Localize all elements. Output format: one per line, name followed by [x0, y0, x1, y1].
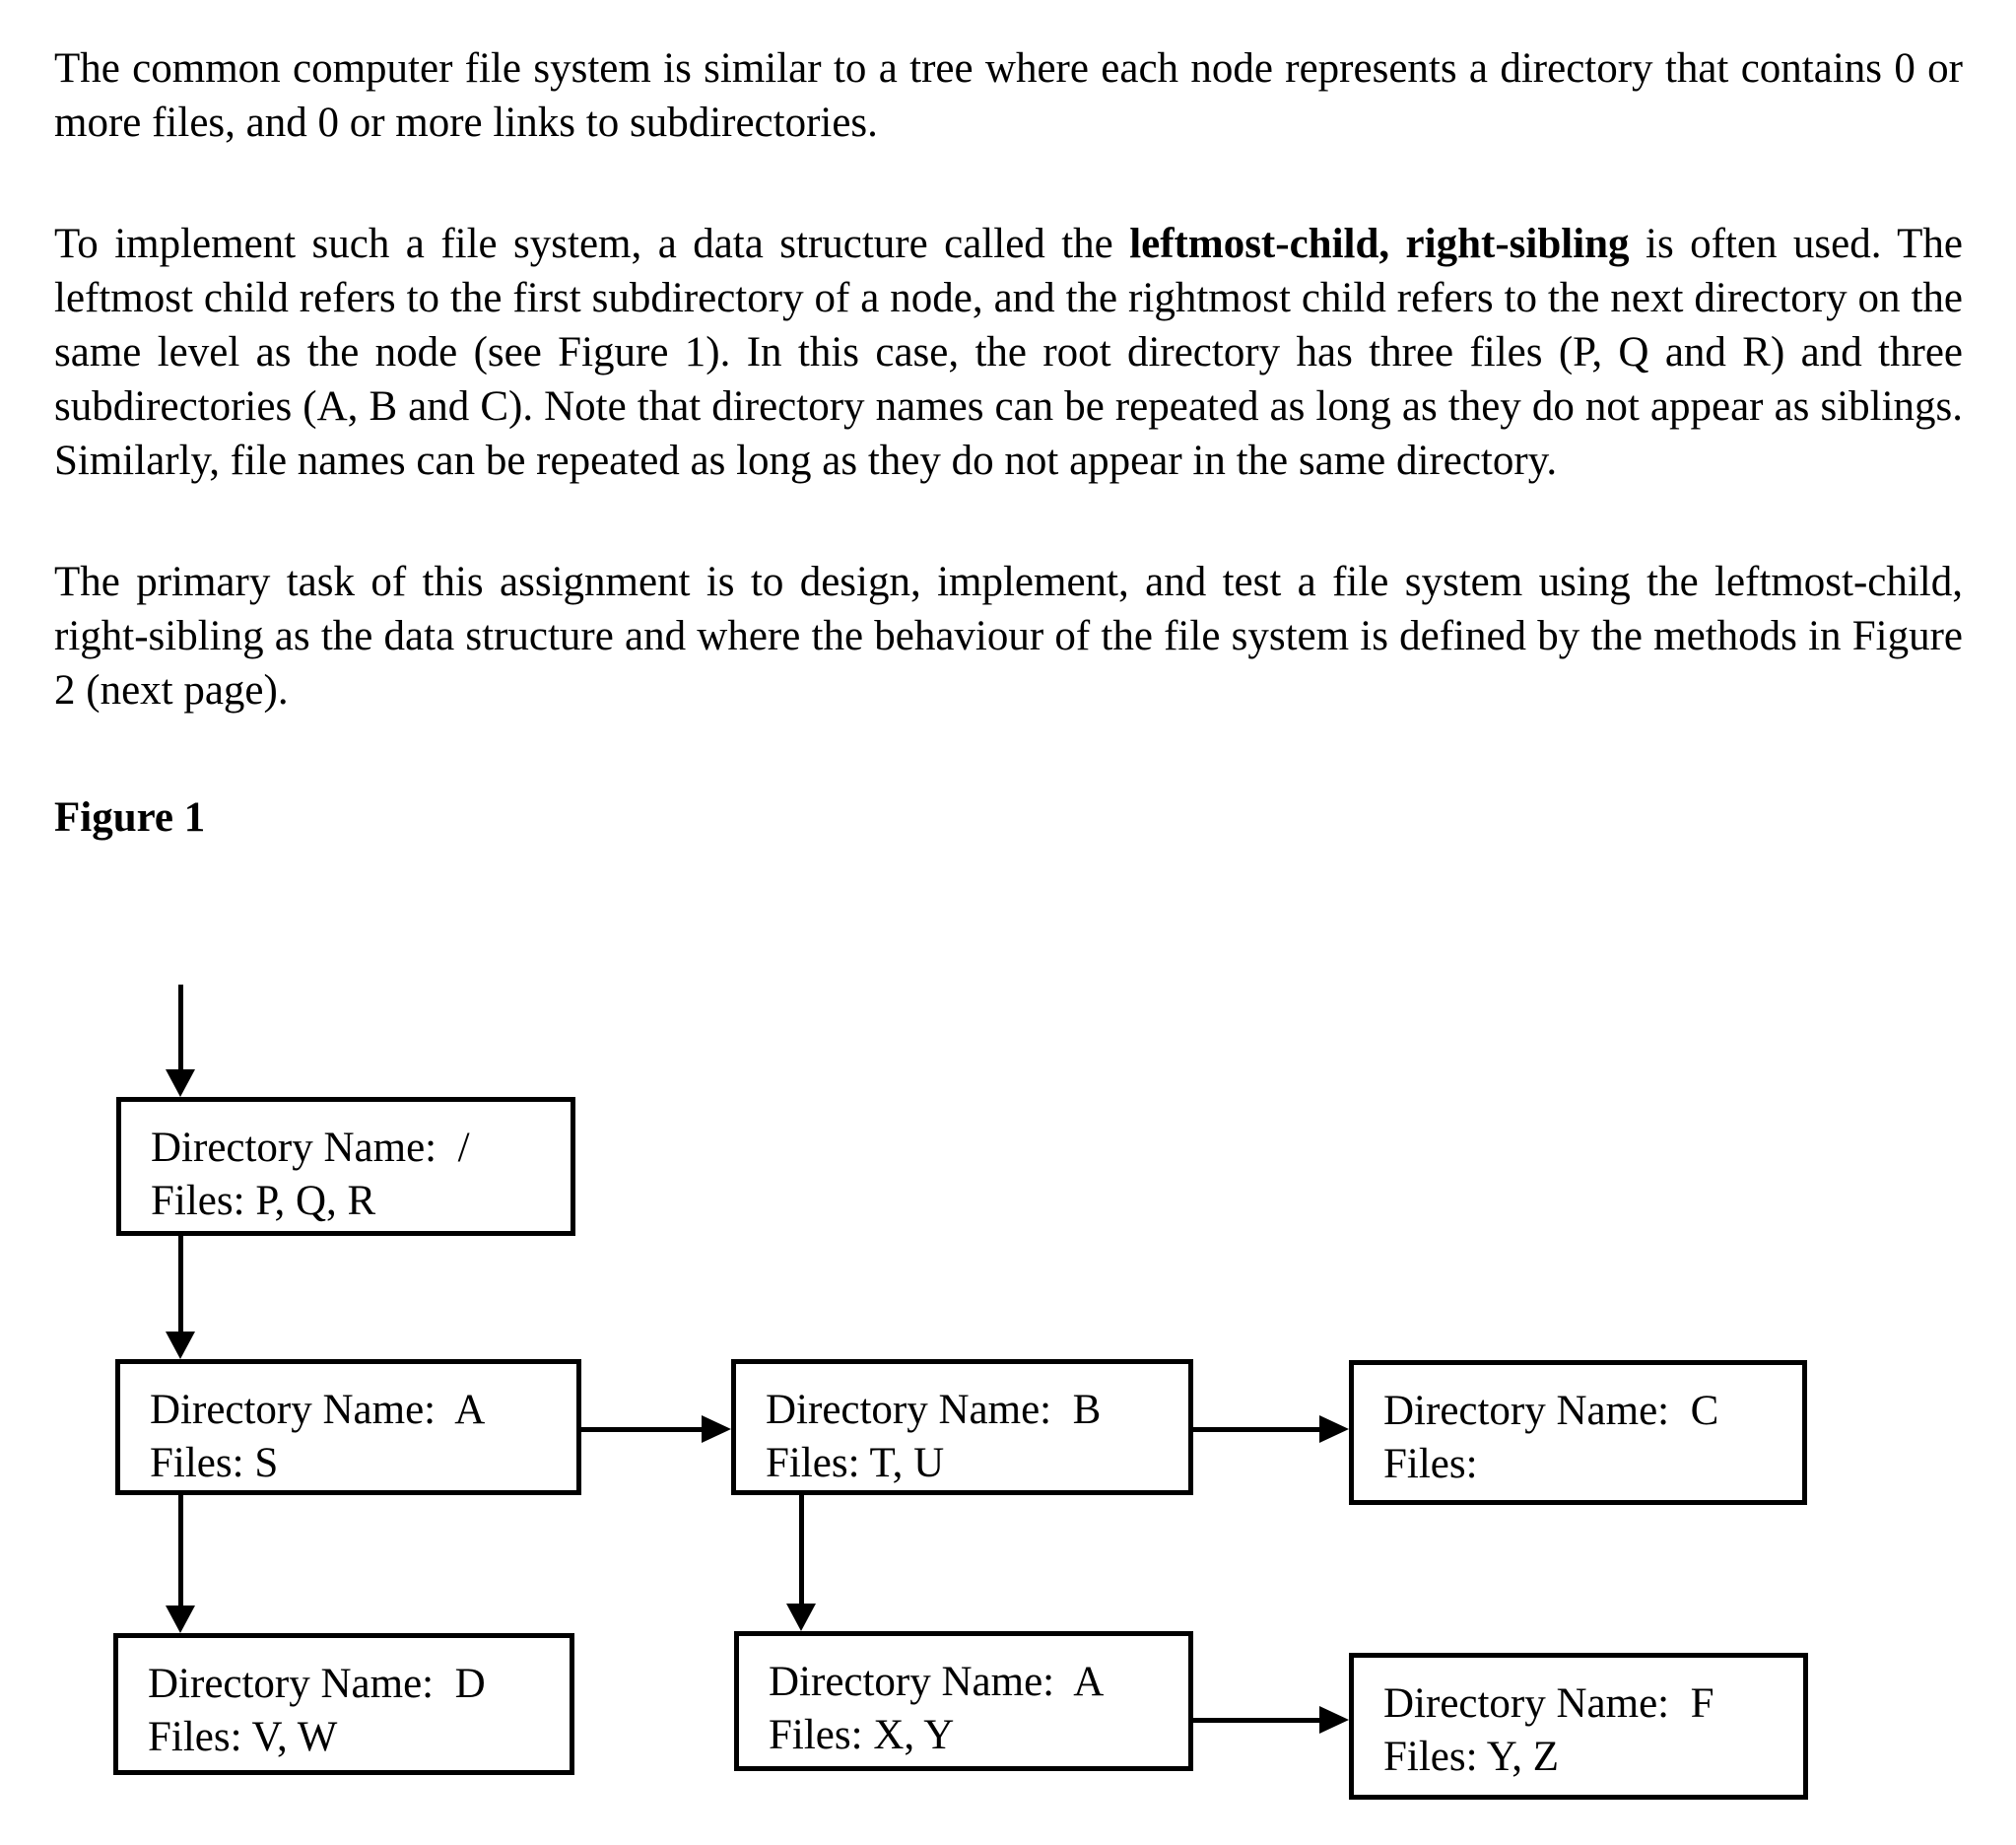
directory-name-line: Directory Name: F — [1383, 1680, 1714, 1727]
node-c-box: Directory Name: C Files: — [1349, 1360, 1807, 1505]
directory-name-line: Directory Name: A — [150, 1387, 486, 1433]
paragraph-2-post: is often used. The leftmost child refers… — [54, 221, 1963, 484]
node-f-box: Directory Name: F Files: Y, Z — [1349, 1653, 1808, 1800]
arrowhead-down-icon — [166, 1606, 195, 1633]
arrowhead-down-icon — [166, 1069, 195, 1097]
arrow-shaft — [178, 1495, 183, 1607]
files-line: Files: X, Y — [769, 1712, 955, 1758]
paragraph-3: The primary task of this assignment is t… — [54, 559, 1963, 714]
files-line: Files: T, U — [766, 1440, 945, 1486]
files-line: Files: — [1383, 1441, 1478, 1487]
arrow-shaft — [799, 1493, 804, 1606]
arrowhead-right-icon — [1319, 1415, 1349, 1443]
directory-name-line: Directory Name: D — [148, 1661, 486, 1707]
directory-name-line: Directory Name: B — [766, 1387, 1102, 1433]
arrow-shaft — [581, 1427, 706, 1432]
body-text: The common computer file system is simil… — [54, 41, 1963, 845]
node-a2-box: Directory Name: A Files: X, Y — [734, 1631, 1193, 1771]
arrowhead-right-icon — [702, 1415, 731, 1443]
paragraph-2-pre: To implement such a file system, a data … — [54, 221, 1130, 267]
directory-name-line: Directory Name: A — [769, 1659, 1105, 1705]
files-line: Files: Y, Z — [1383, 1734, 1560, 1780]
arrowhead-right-icon — [1319, 1706, 1349, 1734]
arrowhead-down-icon — [786, 1604, 816, 1631]
node-a-box: Directory Name: A Files: S — [115, 1359, 581, 1495]
files-line: Files: P, Q, R — [151, 1178, 376, 1224]
node-d-box: Directory Name: D Files: V, W — [113, 1633, 574, 1775]
files-line: Files: V, W — [148, 1714, 338, 1760]
figure-1-label: Figure 1 — [54, 794, 206, 841]
arrowhead-down-icon — [166, 1332, 195, 1359]
paragraph-2: To implement such a file system, a data … — [54, 217, 1963, 488]
files-line: Files: S — [150, 1440, 279, 1486]
directory-name-line: Directory Name: / — [151, 1125, 470, 1171]
directory-name-line: Directory Name: C — [1383, 1388, 1719, 1434]
arrow-shaft — [1193, 1718, 1323, 1723]
arrow-shaft — [178, 1236, 183, 1333]
node-b-box: Directory Name: B Files: T, U — [731, 1359, 1193, 1495]
bold-term-leftmost-child-right-sibling: leftmost-child, right-sibling — [1129, 221, 1630, 267]
arrow-shaft — [1193, 1427, 1323, 1432]
node-root-box: Directory Name: / Files: P, Q, R — [116, 1097, 575, 1236]
paragraph-1: The common computer file system is simil… — [54, 45, 1963, 146]
arrow-shaft — [178, 985, 183, 1071]
